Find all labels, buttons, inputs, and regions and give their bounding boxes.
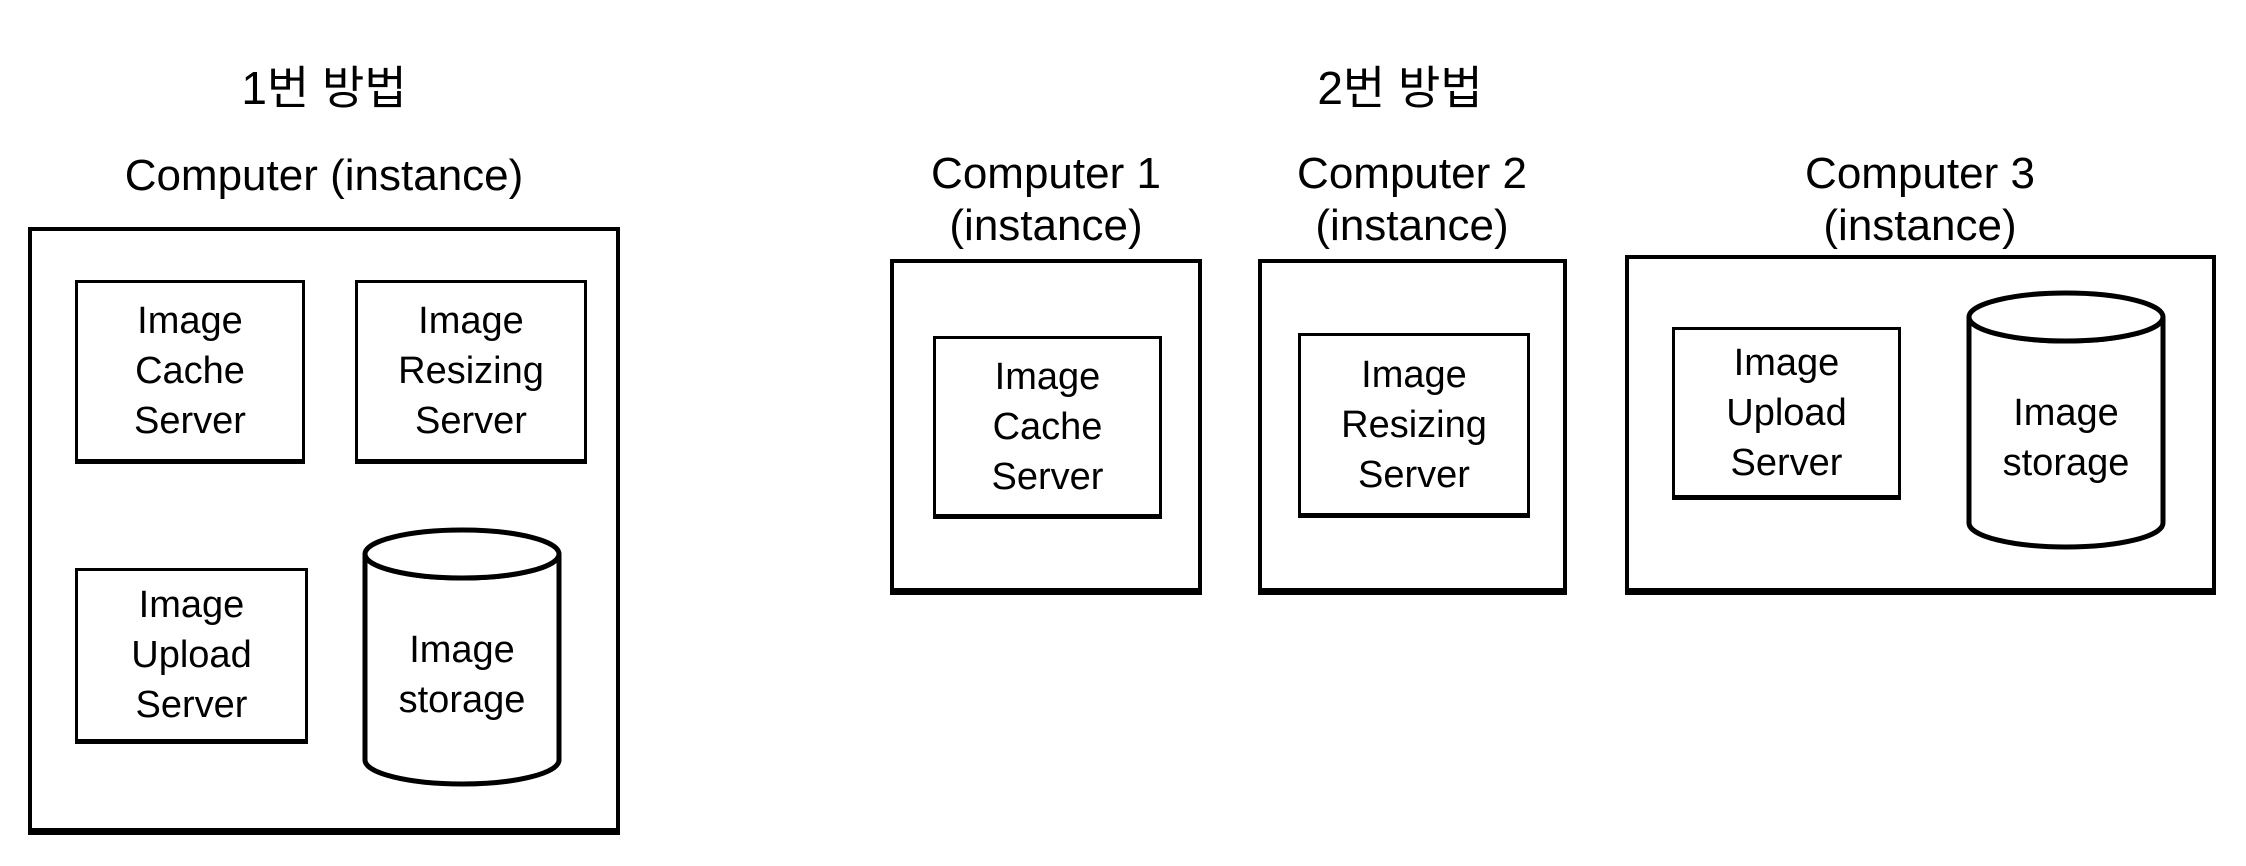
method2-image-upload-server-box: Image Upload Server	[1672, 327, 1901, 498]
image-cache-server-label: Image Cache Server	[991, 355, 1104, 498]
method2-computer1-label: Computer 1 (instance)	[931, 149, 1161, 250]
method1-image-storage-cylinder: Image storage	[362, 527, 562, 787]
method2-image-resizing-server-box: Image Resizing Server	[1298, 333, 1530, 516]
method2-image-storage-cylinder: Image storage	[1966, 290, 2166, 550]
image-resizing-server-label: Image Resizing Server	[1341, 353, 1487, 496]
method2-computer1-box: Image Cache Server	[890, 259, 1202, 592]
method2-computer2-label: Computer 2 (instance)	[1297, 149, 1527, 250]
image-upload-server-label: Image Upload Server	[1726, 341, 1847, 484]
image-upload-server-label: Image Upload Server	[131, 584, 252, 726]
method1-computer-label: Computer (instance)	[124, 151, 524, 200]
method2-title: 2번 방법	[1317, 62, 1483, 114]
method1-computer-box: Image Cache Server Image Resizing Server…	[28, 227, 620, 832]
image-storage-label: Image storage	[398, 629, 526, 721]
method1-title: 1번 방법	[241, 62, 407, 114]
method1-image-cache-server-box: Image Cache Server	[75, 280, 305, 462]
storage-cylinder-shape	[362, 527, 562, 787]
image-storage-label: Image storage	[2002, 392, 2130, 484]
method2-image-cache-server-box: Image Cache Server	[933, 336, 1162, 517]
image-resizing-server-label: Image Resizing Server	[398, 300, 544, 442]
method2-computer3-label: Computer 3 (instance)	[1805, 149, 2035, 250]
method1-image-resizing-server-box: Image Resizing Server	[355, 280, 587, 462]
image-cache-server-label: Image Cache Server	[134, 300, 246, 442]
method2-computer2-box: Image Resizing Server	[1258, 259, 1567, 592]
storage-cylinder-shape	[1966, 290, 2166, 550]
method1-image-upload-server-box: Image Upload Server	[75, 568, 308, 742]
method2-computer3-box: Image Upload Server Image storage	[1625, 255, 2216, 592]
